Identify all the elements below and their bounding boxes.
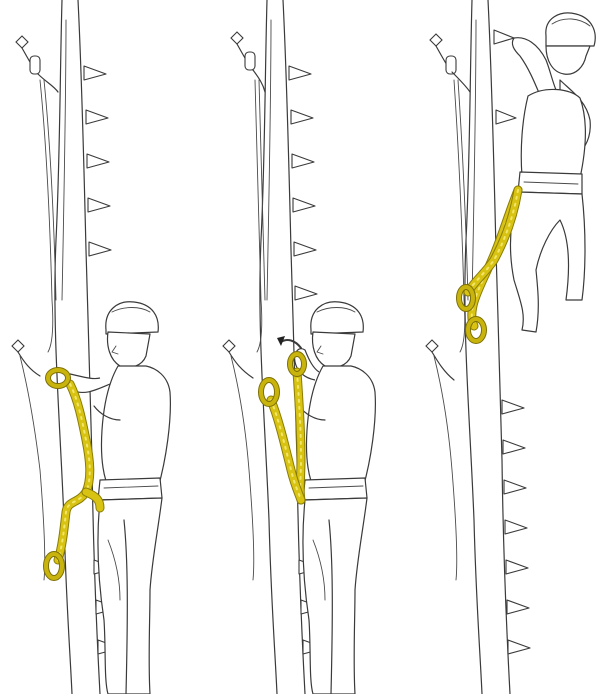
pole <box>260 0 305 694</box>
climber <box>511 13 596 332</box>
helmet <box>546 13 595 46</box>
panel-3-drawing <box>410 0 605 694</box>
helmet <box>311 302 363 334</box>
harness <box>98 478 162 500</box>
pole <box>465 0 510 694</box>
anchor-point-upper <box>16 36 58 92</box>
panel-2 <box>205 0 405 694</box>
panel-3 <box>410 0 605 694</box>
pole <box>55 0 100 694</box>
panel-2-drawing <box>205 0 405 694</box>
climber <box>295 302 376 694</box>
anchor-point-lower <box>426 340 457 580</box>
anchor-point-lower <box>12 340 45 580</box>
panel-1 <box>0 0 200 694</box>
harness <box>303 478 367 500</box>
anchor-point-upper <box>430 34 470 92</box>
anchor-point-lower <box>223 340 254 580</box>
anchor-point-upper <box>231 32 265 92</box>
curved-arrow-icon <box>277 336 301 348</box>
panel-1-drawing <box>0 0 200 694</box>
safety-line <box>40 80 56 352</box>
helmet <box>106 302 158 334</box>
